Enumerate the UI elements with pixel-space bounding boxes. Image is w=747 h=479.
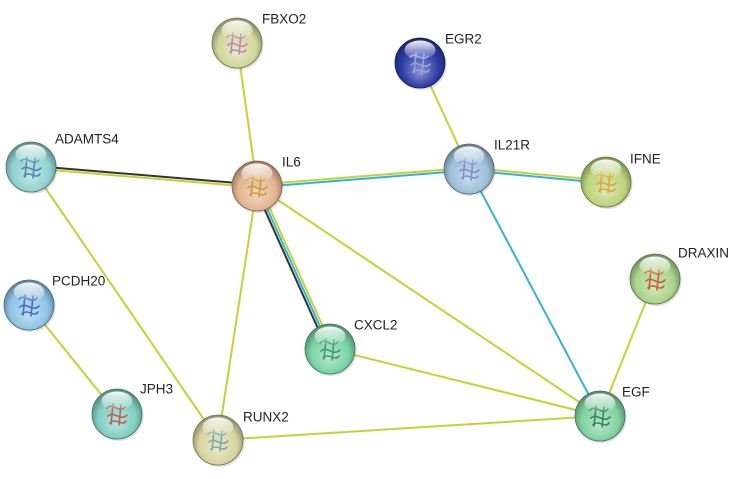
edge-il6-adamts4[interactable] — [29, 164, 259, 189]
node-egr2[interactable] — [394, 37, 447, 90]
edge-line-database — [256, 169, 471, 189]
node-fbxo2[interactable] — [211, 17, 264, 70]
edge-line-database — [468, 168, 601, 417]
node-label-jph3: JPH3 — [140, 382, 173, 397]
node-gloss — [584, 393, 616, 413]
edge-line-textmining — [258, 183, 334, 349]
edge-il21r-egf[interactable] — [468, 168, 601, 417]
edge-il6-runx2[interactable] — [217, 185, 258, 441]
node-label-egf: EGF — [622, 385, 650, 400]
edge-line-textmining — [255, 166, 470, 186]
edge-line-coexpression — [30, 164, 259, 186]
edges-layer — [28, 42, 656, 441]
edge-line-coexpression — [253, 186, 329, 352]
node-gloss — [101, 391, 133, 411]
edge-runx2-egf[interactable] — [217, 415, 601, 441]
edge-line-textmining — [329, 348, 601, 417]
node-jph3[interactable] — [91, 388, 144, 441]
edge-line-textmining — [256, 185, 601, 417]
node-draxin[interactable] — [629, 253, 682, 306]
edge-il6-egf[interactable] — [256, 185, 601, 417]
edge-il6-cxcl2[interactable] — [253, 183, 334, 352]
node-label-cxcl2: CXCL2 — [354, 318, 398, 333]
node-label-ifne: IFNE — [630, 152, 661, 167]
node-cxcl2[interactable] — [304, 323, 357, 376]
node-gloss — [404, 40, 436, 60]
node-label-adamts4: ADAMTS4 — [55, 132, 119, 147]
edge-line-textmining — [30, 166, 219, 441]
node-label-pcdh20: PCDH20 — [52, 274, 105, 289]
node-label-il21r: IL21R — [494, 138, 530, 153]
node-adamts4[interactable] — [5, 141, 58, 194]
node-il21r[interactable] — [443, 143, 496, 196]
node-label-runx2: RUNX2 — [243, 410, 289, 425]
node-label-fbxo2: FBXO2 — [262, 12, 306, 27]
node-egf[interactable] — [574, 390, 627, 443]
edge-line-textmining — [217, 415, 601, 441]
node-label-egr2: EGR2 — [445, 32, 482, 47]
node-gloss — [13, 282, 45, 302]
node-il6[interactable] — [231, 160, 284, 213]
node-ifne[interactable] — [580, 156, 633, 209]
node-runx2[interactable] — [192, 414, 245, 467]
node-pcdh20[interactable] — [3, 279, 56, 332]
edge-line-textmining — [29, 167, 258, 189]
node-gloss — [639, 256, 671, 276]
edge-cxcl2-egf[interactable] — [329, 348, 601, 417]
edge-il6-il21r[interactable] — [255, 166, 471, 189]
node-label-draxin: DRAXIN — [678, 246, 729, 261]
edge-line-textmining — [217, 185, 258, 441]
node-gloss — [202, 417, 234, 437]
node-label-il6: IL6 — [282, 155, 301, 170]
node-gloss — [241, 163, 273, 183]
edge-adamts4-runx2[interactable] — [30, 166, 219, 441]
node-gloss — [221, 20, 253, 40]
node-gloss — [590, 159, 622, 179]
node-gloss — [314, 326, 346, 346]
node-gloss — [15, 144, 47, 164]
node-gloss — [453, 146, 485, 166]
edge-line-database — [256, 185, 331, 350]
